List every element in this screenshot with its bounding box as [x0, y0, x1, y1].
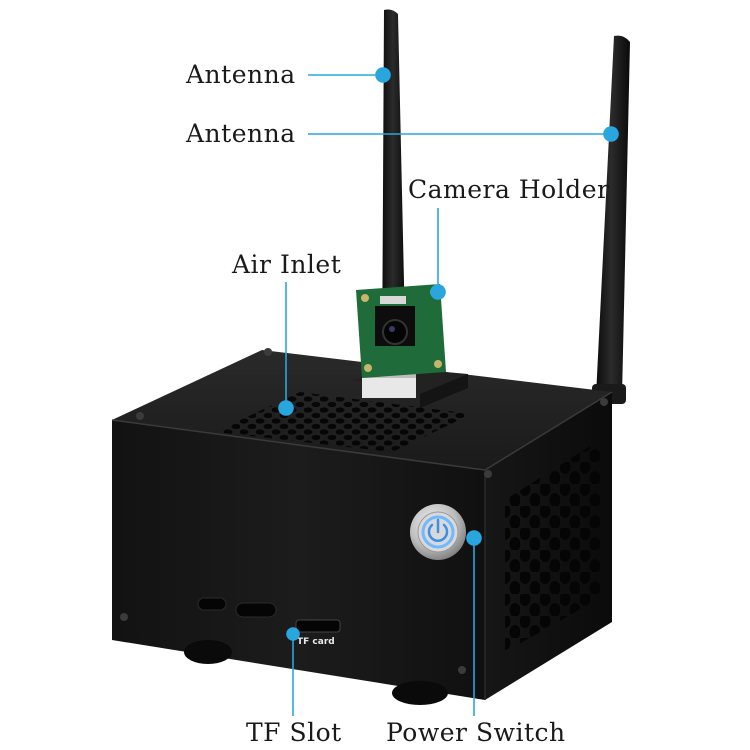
- side-vent-grille: [505, 440, 600, 652]
- power-switch: [410, 504, 466, 560]
- callouts: [278, 67, 619, 716]
- antenna-right: [592, 35, 630, 404]
- antenna-label-1: Antenna: [186, 60, 296, 89]
- front-ports: [197, 597, 277, 618]
- case-screws: [120, 348, 608, 674]
- tf-slot: TF card: [295, 619, 341, 647]
- power-switch-label: Power Switch: [386, 718, 566, 747]
- antenna-label-2: Antenna: [186, 119, 296, 148]
- camera-holder: [350, 284, 468, 408]
- air-inlet-label: Air Inlet: [232, 250, 342, 279]
- tf-card-text: TF card: [297, 637, 335, 647]
- case-feet: [184, 640, 448, 705]
- tf-slot-label: TF Slot: [246, 718, 342, 747]
- camera-holder-label: Camera Holder: [408, 175, 610, 204]
- case-front: [112, 420, 485, 700]
